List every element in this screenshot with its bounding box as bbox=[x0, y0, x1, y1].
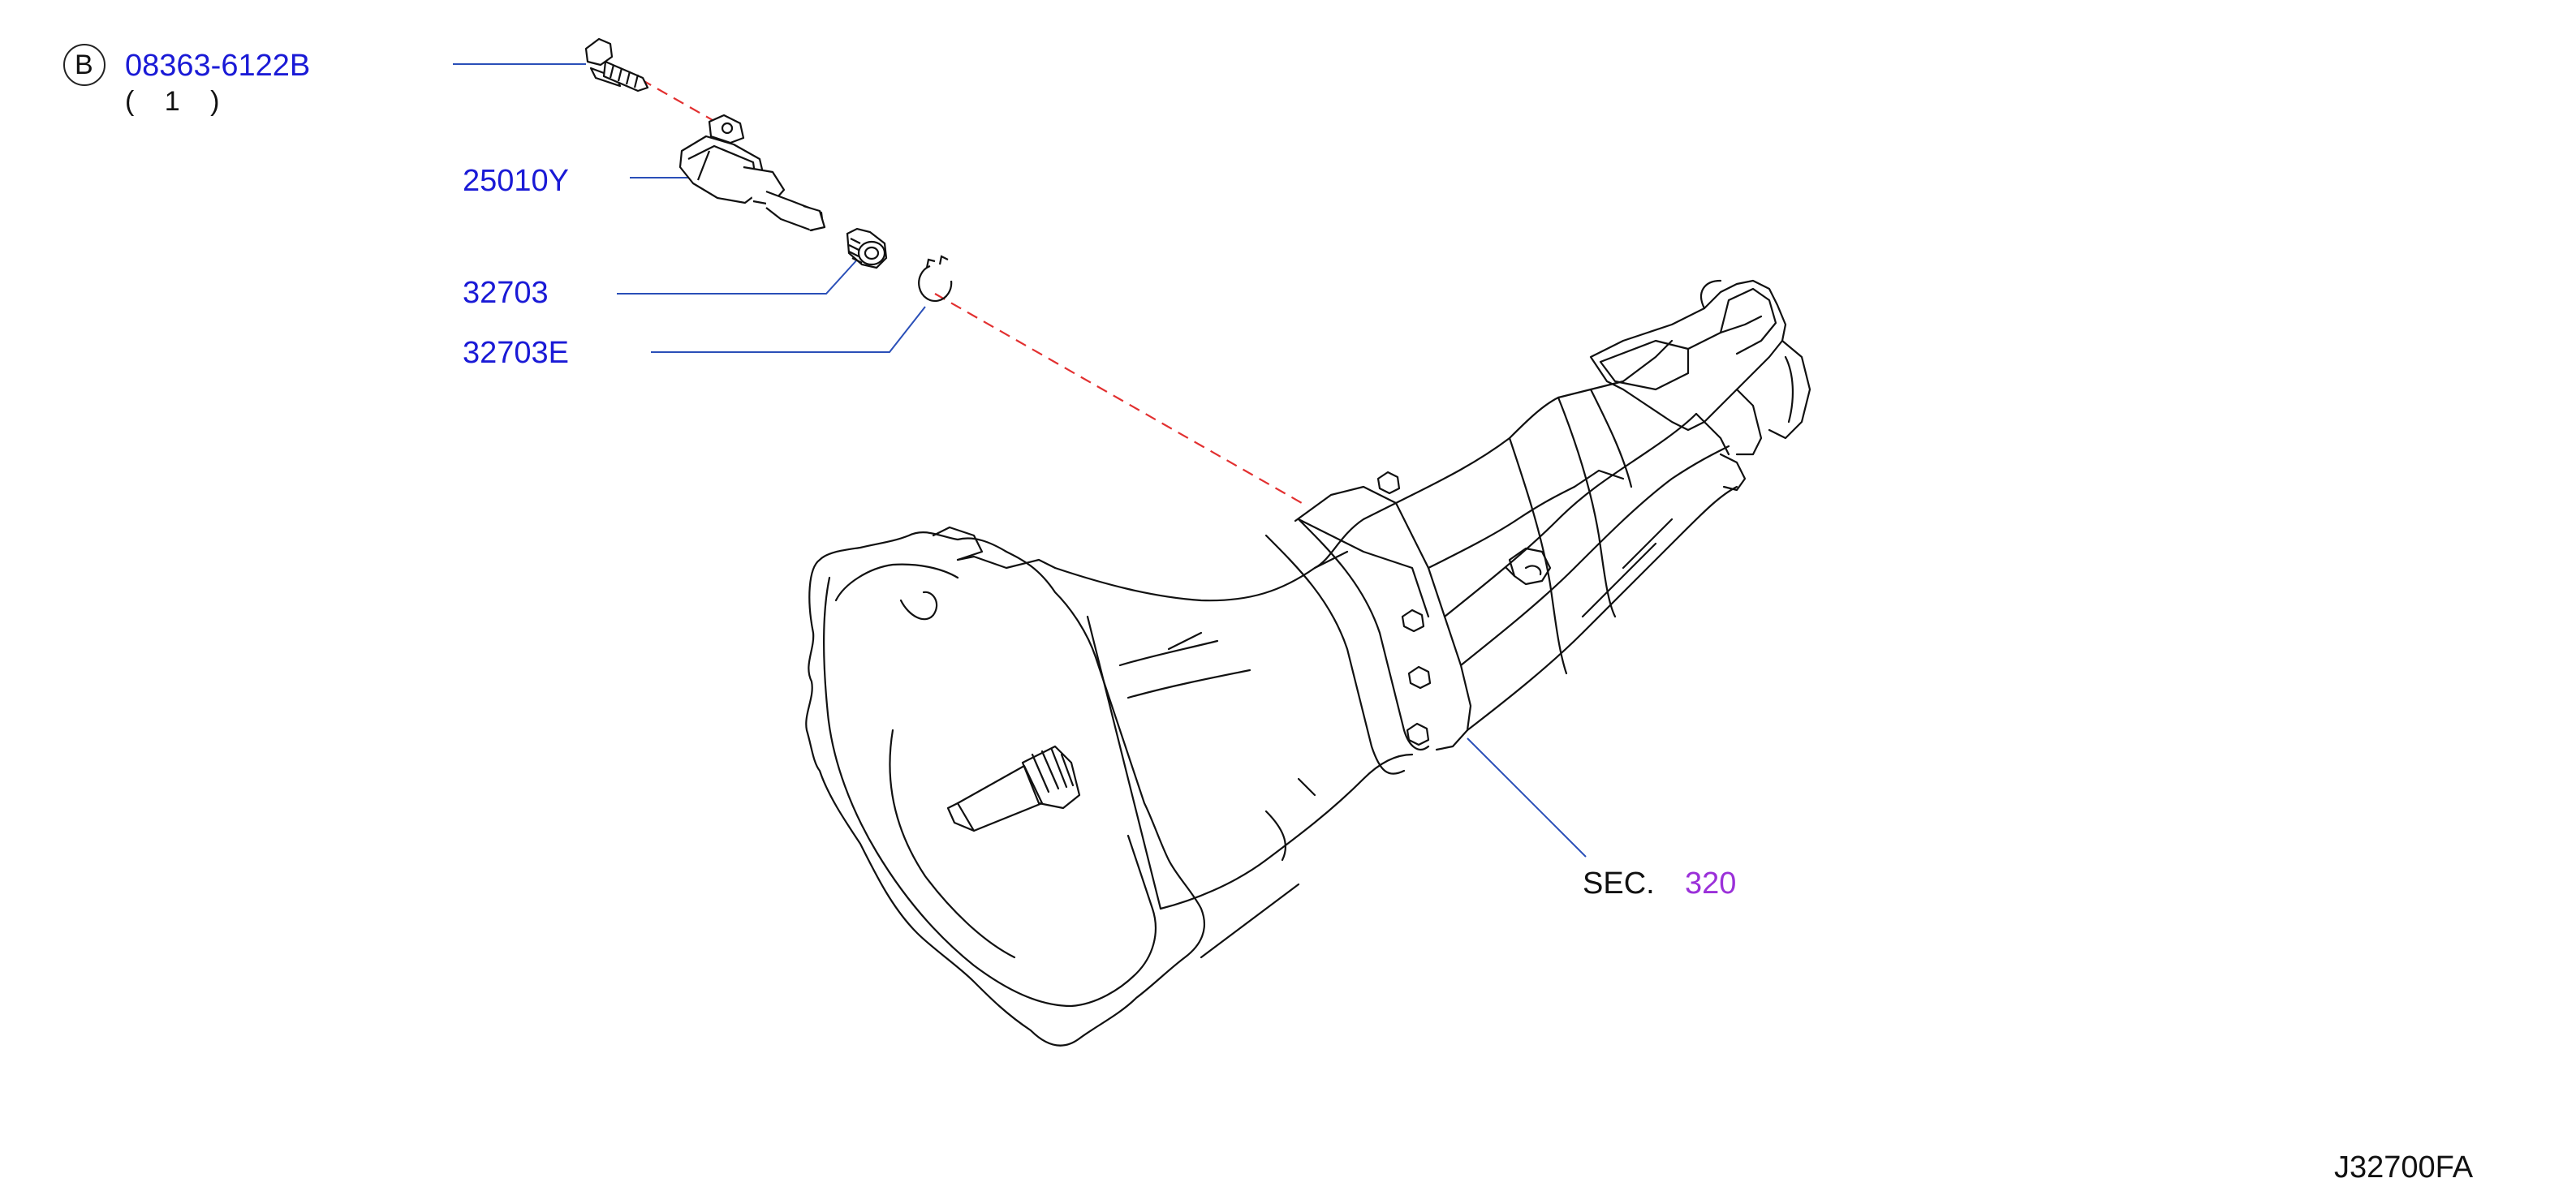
speed-sensor-drawing bbox=[678, 114, 826, 232]
snap-ring-drawing bbox=[918, 255, 953, 303]
pinion-gear-drawing bbox=[846, 227, 888, 269]
bolt-badge-letter: B bbox=[75, 49, 93, 80]
leader-snap-ring bbox=[651, 306, 926, 353]
leader-pinion-gear bbox=[617, 257, 859, 295]
diagram-id: J32700FA bbox=[2334, 1150, 2474, 1185]
section-ref-link[interactable]: 320 bbox=[1685, 866, 1737, 901]
bolt-quantity: ( 1 ) bbox=[125, 86, 231, 117]
section-ref-prefix: SEC. bbox=[1583, 866, 1655, 901]
part-label-bolt[interactable]: 08363-6122B bbox=[125, 49, 311, 83]
bolt-drawing bbox=[584, 37, 649, 92]
part-label-pinion-gear[interactable]: 32703 bbox=[463, 276, 549, 310]
bolt-badge-circle bbox=[63, 44, 106, 86]
transmission-drawing bbox=[805, 279, 1811, 1047]
part-label-snap-ring[interactable]: 32703E bbox=[463, 336, 570, 370]
leader-section bbox=[1467, 737, 1587, 858]
part-label-speed-sensor[interactable]: 25010Y bbox=[463, 164, 570, 198]
alignment-bolt-to-sensor bbox=[640, 79, 725, 127]
alignment-lines bbox=[640, 79, 1303, 504]
alignment-ring-to-case bbox=[934, 293, 1303, 504]
leader-lines bbox=[453, 63, 1587, 858]
